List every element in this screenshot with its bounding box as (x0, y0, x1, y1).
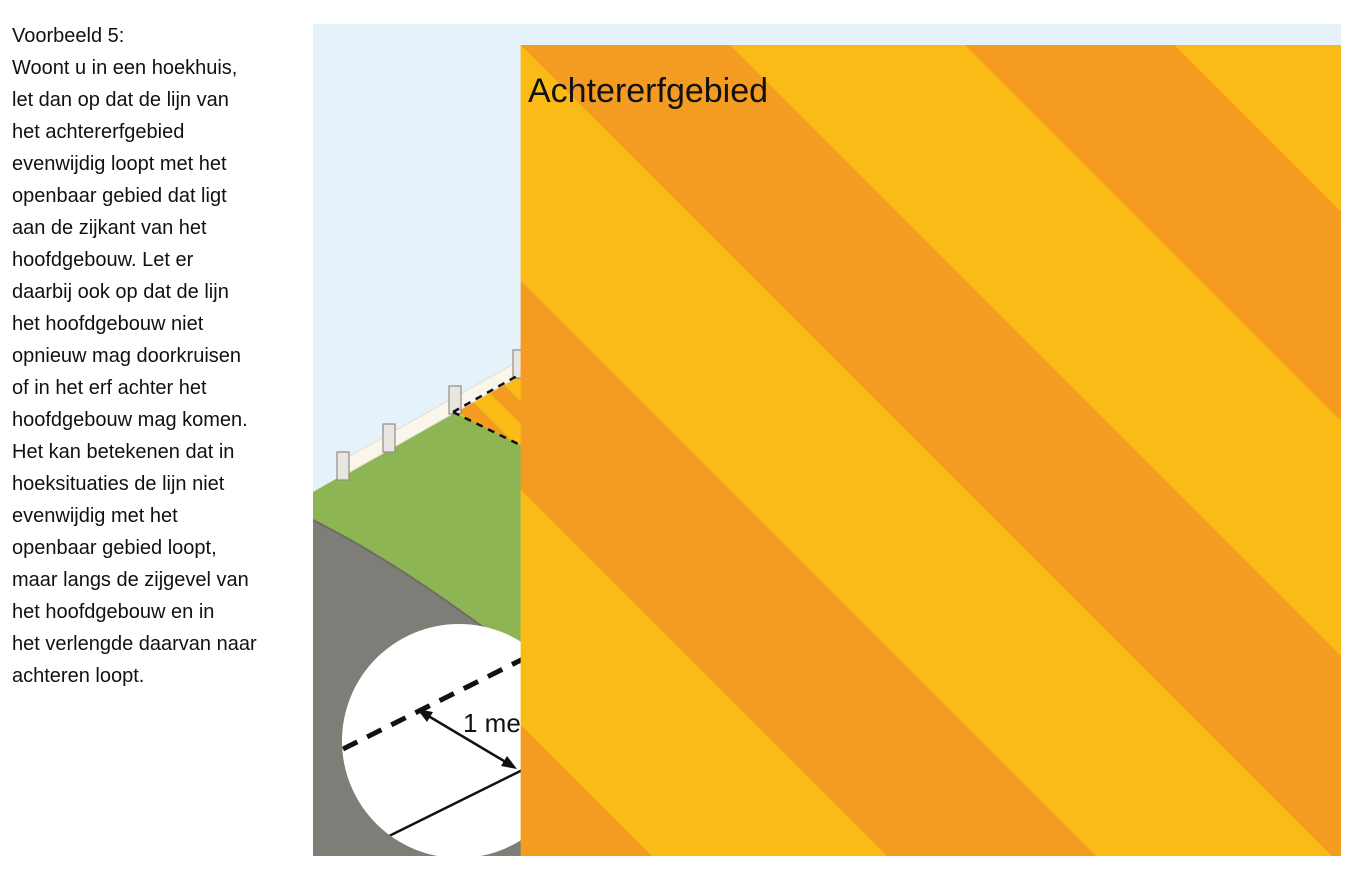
caption-line: openbaar gebied loopt, (12, 537, 217, 559)
caption-line: daarbij ook op dat de lijn (12, 281, 229, 303)
caption-line: Het kan betekenen dat in (12, 441, 235, 463)
house-eave-side (891, 444, 1003, 524)
caption-line: Woont u in een hoekhuis, (12, 57, 238, 79)
caption-line: let dan op dat de lijn van (12, 89, 229, 111)
caption-line: het verlengde daarvan naar (12, 633, 257, 655)
house-eave-front (1003, 398, 1213, 524)
backyard-front-line-dashed (452, 410, 1341, 672)
distance-label: 1 meter (463, 708, 551, 738)
fence-posts (336, 127, 1304, 481)
roof-front-slope (975, 282, 1213, 504)
roof-left-slope (891, 264, 1073, 504)
zoom-dashed-line (342, 631, 575, 752)
caption-text: Voorbeeld 5: Woont u in een hoekhuis, le… (12, 20, 302, 692)
caption-line: openbaar gebied dat ligt (12, 185, 227, 207)
house (891, 264, 1213, 684)
tree-shadow (621, 584, 743, 696)
caption-heading: Voorbeeld 5: (12, 25, 125, 47)
illustration: 1 meter Achtererfgebied (313, 24, 1341, 856)
zoom-detail: 1 meter (342, 624, 576, 856)
zoom-callout-wedge (568, 684, 981, 792)
legend: Achtererfgebied (521, 45, 1341, 856)
front-door (1107, 567, 1124, 625)
dormer-left (1039, 374, 1095, 444)
roof-top (919, 264, 1033, 354)
tree (665, 360, 803, 554)
zoom-measure-arrow (424, 712, 510, 766)
zoom-solid-line (372, 728, 576, 846)
garden-path (1108, 618, 1203, 666)
caption-line: achteren loopt. (12, 665, 145, 687)
caption-line: hoofdgebouw mag komen. (12, 409, 248, 431)
backyard-boundary-dashed (452, 154, 1341, 414)
caption-line: evenwijdig met het (12, 505, 178, 527)
plot-boundary-line (995, 498, 1341, 690)
legend-swatch (521, 45, 1341, 856)
caption-line: maar langs de zijgevel van (12, 569, 249, 591)
caption-line: evenwijdig loopt met het (12, 153, 227, 175)
car (1212, 633, 1284, 688)
dormer-right (1101, 342, 1155, 410)
corner-house-diagram: 1 meter Achtererfgebied (313, 24, 1341, 856)
caption-line: het achtererfgebied (12, 121, 185, 143)
caption-line: hoofdgebouw. Let er (12, 249, 194, 271)
caption-line: hoeksituaties de lijn niet (12, 473, 225, 495)
caption-line: of in het erf achter het (12, 377, 207, 399)
legend-label: Achtererfgebied (528, 72, 768, 110)
caption-line: het hoofdgebouw en in (12, 601, 215, 623)
caption-line: aan de zijkant van het (12, 217, 207, 239)
caption-line: opnieuw mag doorkruisen (12, 345, 242, 367)
side-window (921, 511, 975, 575)
front-windows (1015, 462, 1185, 641)
caption-line: het hoofdgebouw niet (12, 313, 204, 335)
corner-measure-arrow (980, 673, 994, 687)
